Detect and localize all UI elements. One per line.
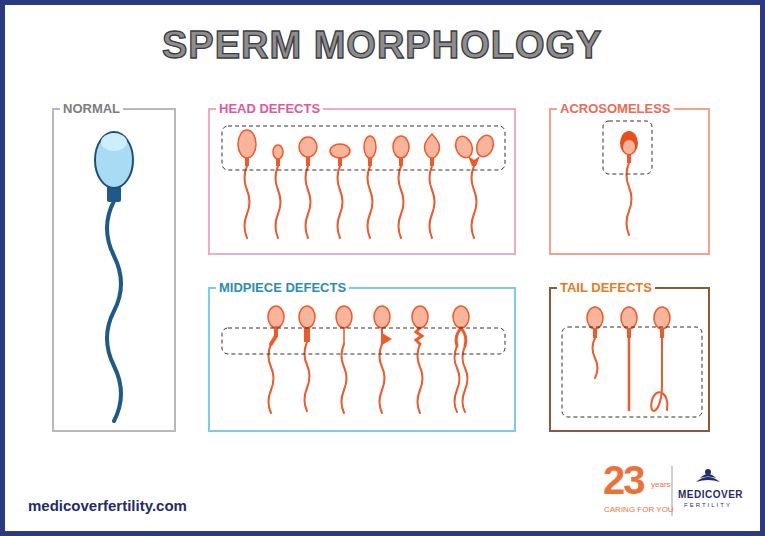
head-defects-panel: HEAD DEFECTS xyxy=(208,108,516,255)
anniversary-unit: years xyxy=(651,480,671,489)
normal-sperm xyxy=(95,132,133,421)
head-defect-tails xyxy=(245,156,480,166)
midpiece-defects-panel: MIDPIECE DEFECTS xyxy=(208,287,516,432)
website-url: medicoverfertility.com xyxy=(28,497,187,514)
panel-heading: MIDPIECE DEFECTS xyxy=(216,280,349,296)
head-defect-tail-lines xyxy=(245,166,477,238)
panel-heading: HEAD DEFECTS xyxy=(216,101,323,117)
acrosomeless-sperm xyxy=(620,131,638,235)
tail-defect-sperm xyxy=(587,307,670,411)
diagram-title: SPERM MORPHOLOGY xyxy=(162,24,602,67)
dashed-highlight xyxy=(222,328,505,354)
acrosomeless-panel: ACROSOMELESS xyxy=(549,108,710,255)
logo-tagline: CARING FOR YOU xyxy=(604,505,674,514)
brand-name: MEDICOVER xyxy=(678,489,743,500)
dashed-highlight xyxy=(562,327,702,417)
normal-panel: NORMAL xyxy=(52,108,176,432)
panel-heading: TAIL DEFECTS xyxy=(557,280,655,296)
dashed-highlight xyxy=(603,121,652,174)
head-defect-sperm xyxy=(238,130,496,160)
midpiece-defect-sperm xyxy=(268,306,469,413)
logo-mark xyxy=(696,469,720,482)
panel-heading: NORMAL xyxy=(60,101,123,117)
panel-heading: ACROSOMELESS xyxy=(557,101,674,117)
dashed-highlight xyxy=(222,126,505,170)
brand-division: FERTILITY xyxy=(684,502,732,508)
anniversary-number: 23 xyxy=(603,458,644,503)
tail-defects-panel: TAIL DEFECTS xyxy=(549,287,710,432)
